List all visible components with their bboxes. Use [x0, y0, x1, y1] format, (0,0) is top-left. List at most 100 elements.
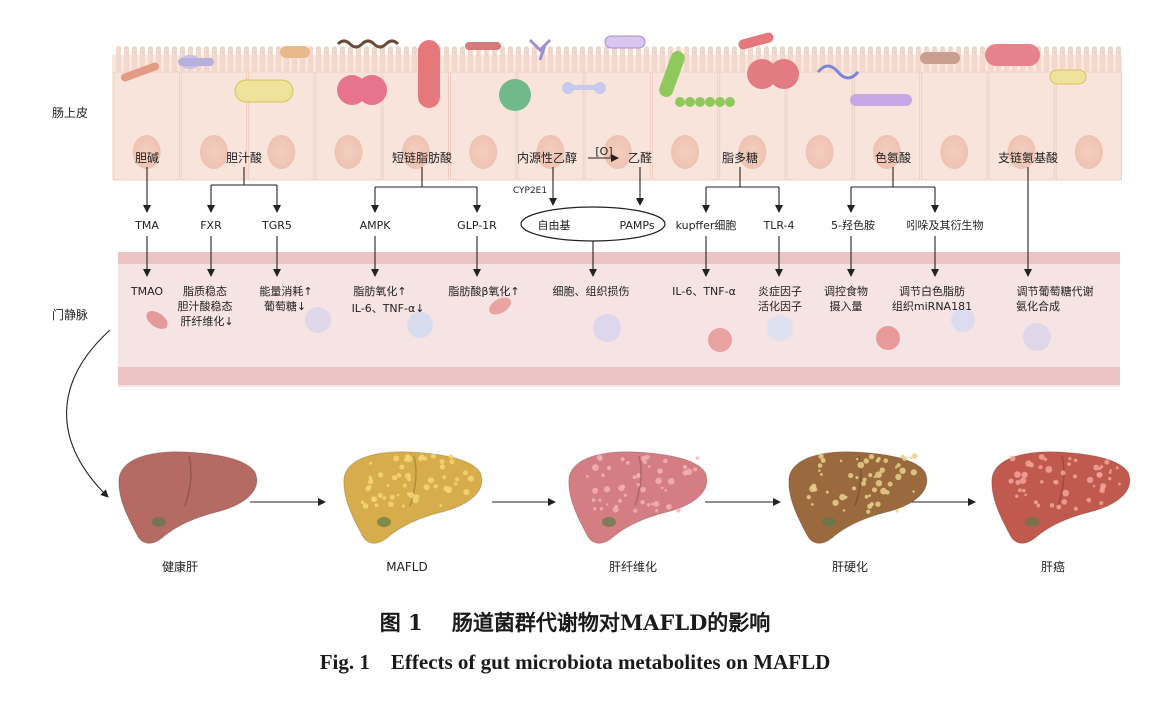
microvillus	[1052, 46, 1057, 73]
microvillus	[884, 46, 889, 73]
effect-white-fat-line1: 调节白色脂肪	[899, 284, 965, 298]
liver-label-cancer: 肝癌	[1041, 559, 1065, 574]
microbe-icon	[357, 75, 387, 105]
liver-label-cirrhosis: 肝硬化	[832, 560, 868, 574]
mediator-ampk: AMPK	[360, 219, 392, 232]
cell-nucleus	[401, 135, 430, 169]
microvillus	[1044, 46, 1049, 73]
mediator-fxr: FXR	[200, 219, 222, 232]
metabolite-ethanol: 内源性乙醇	[517, 150, 577, 165]
microvillus	[892, 46, 897, 73]
mediator-tlr4: TLR-4	[762, 219, 794, 232]
microvillus	[172, 46, 177, 73]
microvillus	[372, 46, 377, 73]
microvillus	[828, 46, 833, 73]
microvillus	[980, 46, 985, 73]
microbe-icon	[816, 64, 860, 80]
portal-vein-label: 门静脉	[52, 307, 88, 322]
microvillus	[364, 46, 369, 73]
immune-cell-icon	[767, 315, 793, 341]
microvillus	[1108, 46, 1113, 73]
microvillus	[268, 46, 273, 73]
effect-inflammatory-line2: 活化因子	[758, 299, 802, 313]
microvillus	[644, 46, 649, 73]
effect-fxr-line1: 脂质稳态	[183, 284, 227, 298]
microvillus	[452, 46, 457, 73]
microvillus	[444, 46, 449, 73]
immune-cell-icon	[305, 307, 331, 333]
metabolite-acetaldehyde: 乙醛	[628, 150, 652, 165]
microvillus	[708, 46, 713, 73]
microvillus	[340, 46, 345, 73]
effect-fxr-line3: 肝纤维化↓	[180, 314, 233, 328]
microbe-icon	[528, 38, 552, 61]
effect-damage: 细胞、组织损伤	[553, 284, 630, 298]
microvillus	[516, 46, 521, 73]
metabolite-choline: 胆碱	[135, 151, 159, 165]
microvillus	[324, 46, 329, 73]
effect-ampk-line2: IL-6、TNF-α↓	[352, 302, 425, 315]
vessel-wall-bottom	[118, 367, 1120, 385]
cell-nucleus	[1074, 135, 1103, 169]
cell-nucleus	[1007, 135, 1036, 169]
cell-nucleus	[603, 135, 632, 169]
microbe-icon	[738, 32, 774, 50]
liver-labels: 健康肝 MAFLD 肝纤维化 肝硬化 肝癌	[162, 559, 1065, 574]
microbe-icon	[920, 52, 960, 64]
microbe-icon	[570, 85, 600, 90]
effect-glycogen-line2: 氨化合成	[1016, 299, 1060, 313]
microvillus	[396, 46, 401, 73]
effect-tgr5-line1: 能量消耗↑	[259, 284, 312, 298]
microvillus	[212, 46, 217, 73]
microvillus	[796, 46, 801, 73]
microvillus	[604, 46, 609, 73]
effect-labels: TMAO 脂质稳态 胆汁酸稳态 肝纤维化↓ 能量消耗↑ 葡萄糖↓ 脂肪氧化↑ I…	[130, 284, 1094, 328]
microvillus	[476, 46, 481, 73]
microvillus	[564, 46, 569, 73]
microbe-icon	[418, 40, 440, 108]
microbe-icon	[985, 44, 1040, 66]
caption-chinese: 图 1 肠道菌群代谢物对MAFLD的影响	[380, 610, 771, 635]
microbe-icon	[1049, 69, 1087, 85]
microvillus	[652, 46, 657, 73]
cell-nucleus	[872, 135, 901, 169]
mediator-labels: TMA FXR TGR5 AMPK GLP-1R 自由基 PAMPs kupff…	[134, 206, 984, 242]
microvillus	[964, 46, 969, 73]
microvillus	[556, 46, 561, 73]
microvillus	[500, 46, 505, 73]
microbe-icon	[659, 51, 685, 97]
liver-healthy-icon	[118, 451, 258, 544]
liver-mafld-icon	[343, 451, 483, 544]
effect-tmao: TMAO	[130, 285, 164, 298]
effect-food-line1: 调控食物	[824, 284, 868, 298]
microvillus	[1116, 46, 1121, 73]
effect-tgr5-line2: 葡萄糖↓	[264, 299, 306, 313]
microbe-icon	[178, 58, 214, 66]
microvillus	[116, 46, 121, 73]
mediator-kupffer: kupffer细胞	[676, 219, 737, 232]
gut-microbes	[120, 32, 1087, 111]
microvillus	[492, 46, 497, 73]
microvillus	[164, 46, 169, 73]
liver-label-healthy: 健康肝	[162, 559, 198, 574]
immune-cell-icon	[951, 308, 975, 332]
microvillus	[620, 46, 625, 73]
microvillus	[588, 46, 593, 73]
microvillus	[236, 46, 241, 73]
effect-ampk-line1: 脂肪氧化↑	[353, 284, 406, 298]
liver-label-mafld: MAFLD	[386, 560, 427, 574]
microvillus	[692, 46, 697, 73]
microvillus	[260, 46, 265, 73]
microvillus	[716, 46, 721, 73]
microvillus	[812, 46, 817, 73]
mediator-pamps: PAMPs	[619, 219, 654, 232]
microvillus	[868, 46, 873, 73]
microbe-icon	[336, 39, 400, 49]
microvillus	[628, 46, 633, 73]
cell-nucleus	[536, 135, 565, 169]
microvillus	[388, 46, 393, 73]
immune-cell-icon	[1023, 323, 1051, 351]
immune-cell-icon	[593, 314, 621, 342]
arrow	[66, 329, 111, 498]
effect-glycogen-line1: 调节葡萄糖代谢	[1017, 284, 1094, 298]
